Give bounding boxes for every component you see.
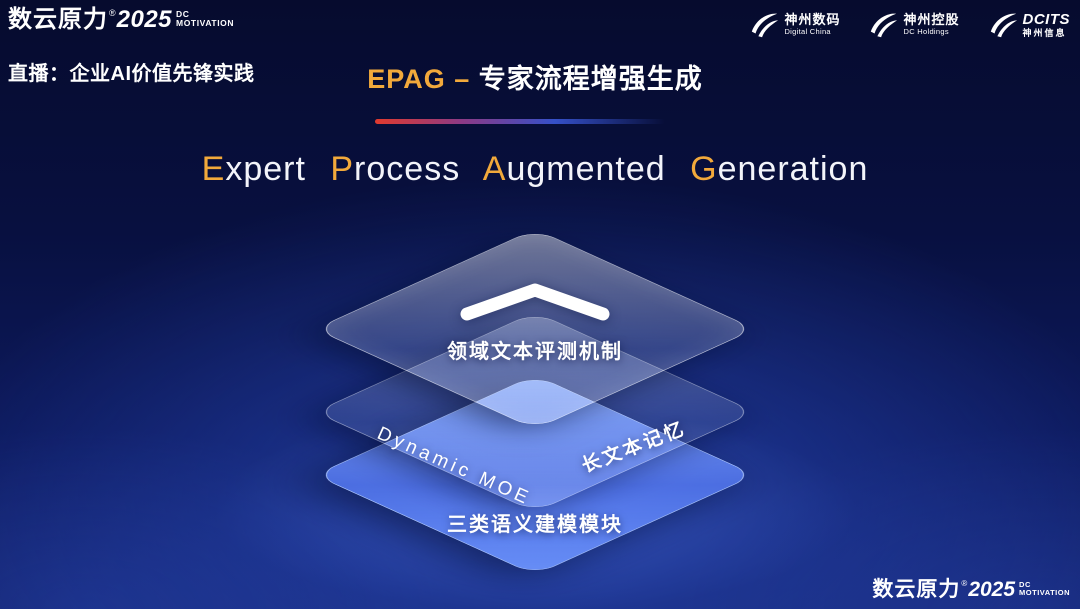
logo-dc-holdings: 神州控股 DC Holdings (868, 10, 959, 40)
logo-line2: 神州信息 (1022, 28, 1067, 39)
swoosh-icon (990, 13, 1017, 38)
logo-line2: DC Holdings (903, 27, 949, 37)
logo-line1: DCITS (1022, 11, 1070, 29)
page-title-accent: EPAG – (367, 64, 471, 94)
page-title: EPAG – 专家流程增强生成 (0, 57, 1070, 96)
live-label: 直播：企业AI价值先锋实践 (8, 63, 255, 85)
logo-line1: 神州控股 (903, 12, 960, 28)
brand-subtext: DC MOTIVATION (176, 10, 234, 27)
brand-dc: DC (1019, 580, 1031, 589)
brand-name: 数云原力 (872, 578, 961, 601)
title-underline (375, 119, 665, 124)
swoosh-icon (871, 13, 898, 38)
bottom-layer-label: 三类语义建模模块 (447, 514, 623, 536)
logo-digital-china: 神州数码 Digital China (749, 10, 840, 40)
brand-subtext: DC MOTIVATION (1019, 581, 1070, 596)
logo-line1: 神州数码 (784, 12, 841, 28)
swoosh-icon (752, 13, 779, 38)
headline: Expert Process Augmented Generation (201, 150, 869, 188)
brand-dc: DC (176, 9, 190, 19)
brand-motivation: MOTIVATION (1019, 587, 1070, 597)
footer-logo: 数云原力 ® 2025 DC MOTIVATION (872, 579, 1070, 600)
brand-year: 2025 (968, 578, 1016, 601)
logo-dcits: DCITS 神州信息 (988, 10, 1071, 40)
partner-logos: 神州数码 Digital China 神州控股 DC Holdings DCIT… (749, 10, 1070, 40)
top-layer-label: 领域文本评测机制 (447, 341, 623, 363)
brand-motivation: MOTIVATION (176, 17, 235, 28)
brand-name: 数云原力 (8, 6, 108, 33)
registered-mark: ® (109, 8, 116, 18)
registered-mark: ® (961, 579, 968, 588)
brand-logo: 数云原力 ® 2025 DC MOTIVATION (8, 8, 234, 32)
logo-line2: Digital China (784, 27, 831, 37)
brand-year: 2025 (116, 6, 173, 33)
chevron-up-icon (460, 283, 610, 321)
page-title-text: 专家流程增强生成 (478, 64, 703, 94)
